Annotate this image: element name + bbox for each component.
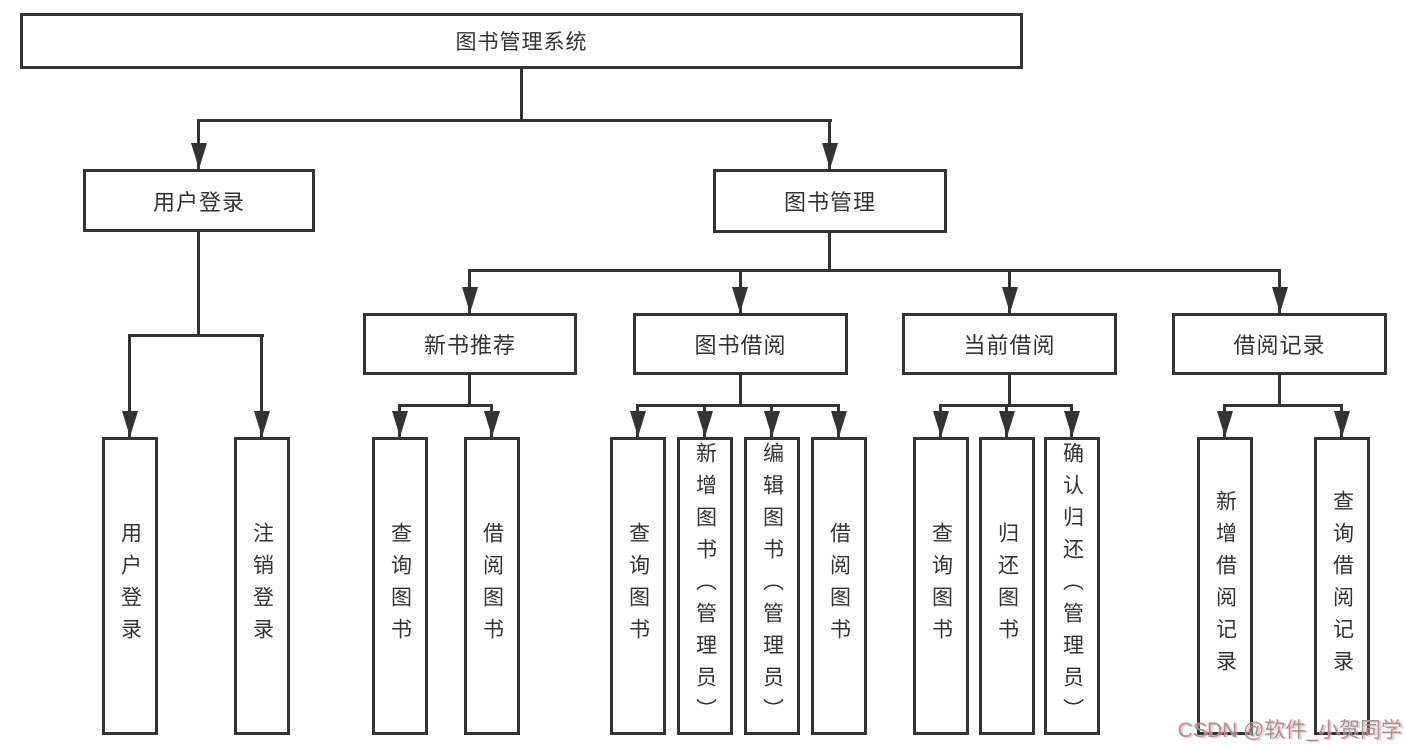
connector-book-management-rail bbox=[468, 269, 1280, 272]
arrowhead-bb-borrow bbox=[831, 411, 847, 437]
connector-user-login-stem bbox=[197, 232, 200, 336]
arrowhead-current-borrow bbox=[1002, 287, 1018, 313]
connector-new-book-stem bbox=[468, 375, 471, 406]
leaf-nb-borrow-books: 借阅图书 bbox=[464, 437, 520, 735]
connector-borrow-records-rail bbox=[1223, 404, 1343, 407]
arrowhead-book-management bbox=[822, 143, 838, 169]
leaf-bb-add-books-admin-label: 新增图书（管理员） bbox=[693, 442, 717, 730]
connector-current-borrowing-stem bbox=[1008, 375, 1011, 406]
arrowhead-bb-add bbox=[697, 411, 713, 437]
arrowhead-borrow-records bbox=[1272, 287, 1288, 313]
arrowhead-nb-query bbox=[392, 411, 408, 437]
leaf-bb-add-books-admin: 新增图书（管理员） bbox=[677, 437, 733, 735]
node-current-borrowing-label: 当前借阅 bbox=[963, 333, 1056, 358]
arrowhead-bb-edit bbox=[764, 411, 780, 437]
arrowhead-leaf-user-login bbox=[122, 411, 138, 437]
connector-book-management-stem bbox=[828, 233, 831, 271]
node-book-borrowing-label: 图书借阅 bbox=[694, 333, 787, 358]
connector-drop-leaf-user-login bbox=[128, 334, 131, 437]
node-book-management-label: 图书管理 bbox=[783, 190, 876, 215]
leaf-br-query-record: 查询借阅记录 bbox=[1314, 437, 1370, 735]
leaf-bb-query-books: 查询图书 bbox=[610, 437, 666, 735]
leaf-br-add-record-label: 新增借阅记录 bbox=[1213, 490, 1237, 682]
connector-user-login-rail bbox=[128, 334, 264, 337]
leaf-user-login-label: 用户登录 bbox=[118, 522, 142, 650]
connector-borrow-records-stem bbox=[1278, 375, 1281, 406]
connector-root-rail bbox=[197, 119, 832, 122]
arrowhead-cb-confirm bbox=[1064, 411, 1080, 437]
connector-drop-leaf-logout bbox=[260, 334, 263, 437]
connector-book-borrowing-stem bbox=[739, 375, 742, 406]
leaf-br-query-record-label: 查询借阅记录 bbox=[1330, 490, 1354, 682]
leaf-logout-label: 注销登录 bbox=[250, 522, 274, 650]
leaf-bb-edit-books-admin: 编辑图书（管理员） bbox=[744, 437, 800, 735]
connector-new-book-rail bbox=[398, 404, 493, 407]
arrowhead-leaf-logout bbox=[254, 411, 270, 437]
leaf-bb-edit-books-admin-label: 编辑图书（管理员） bbox=[760, 442, 784, 730]
arrowhead-cb-return bbox=[999, 411, 1015, 437]
leaf-bb-borrow-books: 借阅图书 bbox=[811, 437, 867, 735]
node-user-login-label: 用户登录 bbox=[152, 189, 245, 215]
node-borrowing-records: 借阅记录 bbox=[1172, 313, 1387, 375]
arrowhead-cb-query bbox=[933, 411, 949, 437]
leaf-br-add-record: 新增借阅记录 bbox=[1197, 437, 1253, 735]
node-new-book-recommend: 新书推荐 bbox=[363, 313, 577, 375]
arrowhead-br-query bbox=[1334, 411, 1350, 437]
node-book-borrowing: 图书借阅 bbox=[633, 313, 848, 375]
node-current-borrowing: 当前借阅 bbox=[902, 313, 1117, 375]
csdn-watermark: CSDN @软件_小贺同学 bbox=[1177, 719, 1402, 742]
leaf-nb-query-books: 查询图书 bbox=[372, 437, 428, 735]
arrowhead-book-borrow bbox=[732, 287, 748, 313]
leaf-cb-return-books-label: 归还图书 bbox=[995, 522, 1019, 650]
leaf-logout: 注销登录 bbox=[234, 437, 290, 735]
leaf-bb-query-books-label: 查询图书 bbox=[626, 522, 650, 650]
leaf-nb-borrow-books-label: 借阅图书 bbox=[480, 522, 504, 650]
arrowhead-nb-borrow bbox=[484, 411, 500, 437]
node-new-book-recommend-label: 新书推荐 bbox=[423, 333, 516, 358]
leaf-cb-query-books-label: 查询图书 bbox=[929, 522, 953, 650]
node-library-system: 图书管理系统 bbox=[20, 13, 1023, 69]
arrowhead-new-book bbox=[462, 287, 478, 313]
connector-root-stem bbox=[520, 69, 523, 120]
arrowhead-br-add bbox=[1217, 411, 1233, 437]
leaf-user-login: 用户登录 bbox=[102, 437, 158, 735]
node-user-login: 用户登录 bbox=[83, 169, 315, 232]
arrowhead-bb-query bbox=[630, 411, 646, 437]
leaf-bb-borrow-books-label: 借阅图书 bbox=[827, 522, 851, 650]
leaf-cb-confirm-return-admin-label: 确认归还（管理员） bbox=[1060, 442, 1084, 730]
leaf-cb-return-books: 归还图书 bbox=[979, 437, 1035, 735]
leaf-cb-confirm-return-admin: 确认归还（管理员） bbox=[1044, 437, 1100, 735]
leaf-nb-query-books-label: 查询图书 bbox=[388, 522, 412, 650]
leaf-cb-query-books: 查询图书 bbox=[913, 437, 969, 735]
connector-book-borrowing-rail bbox=[636, 404, 840, 407]
arrowhead-user-login bbox=[191, 143, 207, 169]
node-borrowing-records-label: 借阅记录 bbox=[1233, 333, 1326, 358]
node-book-management: 图书管理 bbox=[713, 169, 947, 233]
node-library-system-label: 图书管理系统 bbox=[455, 31, 588, 54]
